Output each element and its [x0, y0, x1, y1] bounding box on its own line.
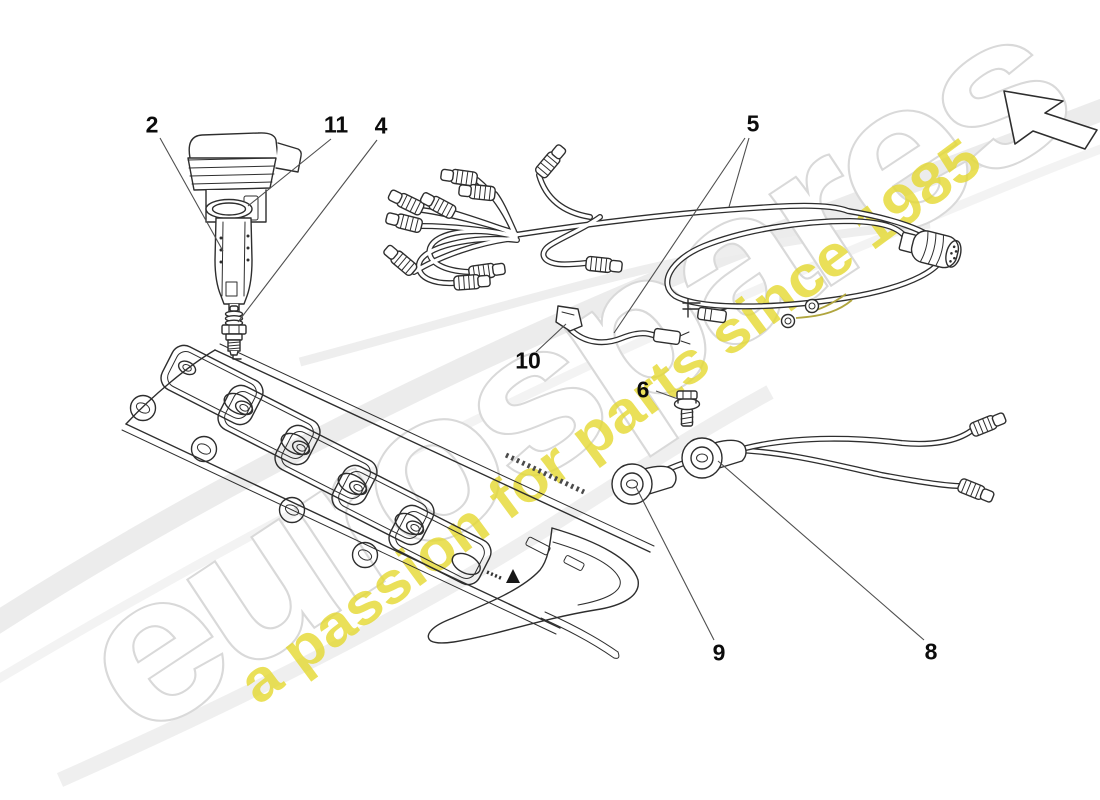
callout-wiring-harness[interactable]: 5 [746, 110, 760, 137]
cover-end-cap [427, 527, 639, 644]
wiring-harness-drawing [381, 142, 962, 329]
callout-knock-sensor-8[interactable]: 8 [924, 638, 938, 665]
callout-knock-sensor-9[interactable]: 9 [712, 639, 726, 666]
knock-sensors-drawing [611, 410, 1009, 505]
cover-trim-strip [540, 611, 620, 659]
callout-bolt[interactable]: 6 [636, 376, 650, 403]
sensor-lead-cable-drawing [555, 305, 691, 346]
callout-spark-plug[interactable]: 4 [374, 112, 388, 139]
harness-ground-eyelets [682, 293, 853, 329]
valve-cover-drawing [121, 340, 655, 659]
callout-ignition-coil[interactable]: 2 [145, 111, 159, 138]
knock-sensor-9 [611, 463, 677, 505]
prev-page-arrow-icon[interactable] [1003, 90, 1098, 150]
warning-triangle-icon [506, 569, 520, 583]
watermark-swoosh [0, 98, 1100, 787]
leader-lines [159, 137, 925, 641]
cover-bolt-tabs [129, 394, 379, 569]
bolt-drawing [673, 390, 701, 427]
callout-sensor-lead[interactable]: 10 [515, 347, 541, 374]
harness-main-connector [898, 230, 962, 269]
spark-plug-drawing [221, 305, 247, 360]
flag-connector [555, 305, 583, 332]
callout-o-ring[interactable]: 11 [323, 111, 349, 138]
ignition-coil-drawing [187, 132, 302, 317]
knock-sensor-8 [681, 437, 747, 479]
cover-serration-detail [504, 452, 586, 495]
